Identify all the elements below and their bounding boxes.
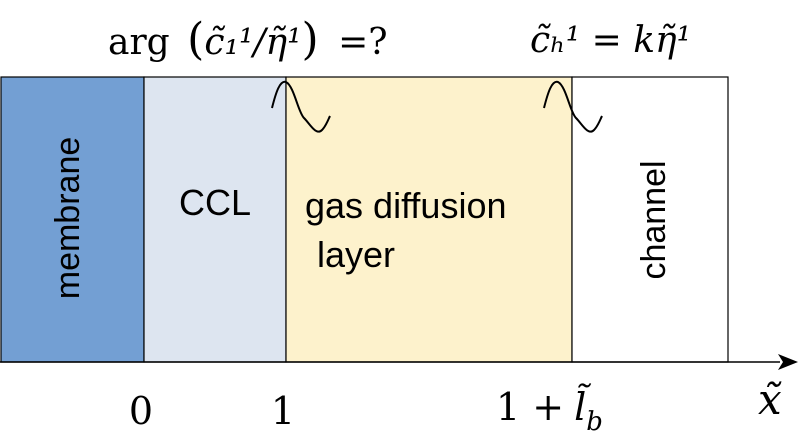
tick-1: 1 [271,389,295,433]
gdl-region [285,76,573,363]
wave-icon-ccl-gdl [271,80,331,133]
boundary-condition-label: c̃ₕ¹ = kη̃¹ [530,20,691,61]
x-axis-symbol: x̃ [758,375,782,424]
channel-label: channel [635,160,673,279]
ccl-label: CCL [179,182,251,223]
arg-label: arg (c̃₁¹/η̃¹) =? [108,14,388,65]
tick-0: 0 [129,389,153,433]
wave-icon-gdl-channel [543,80,603,133]
gdl-label-line2: layer [317,234,395,275]
gdl-label-line1: gas diffusion [305,185,506,226]
x-axis-arrow [778,354,798,370]
tick-1-plus-lb: 1 +l̃b [496,384,603,434]
membrane-region [0,76,145,363]
ccl-region [143,76,287,363]
membrane-label: membrane [49,137,87,300]
